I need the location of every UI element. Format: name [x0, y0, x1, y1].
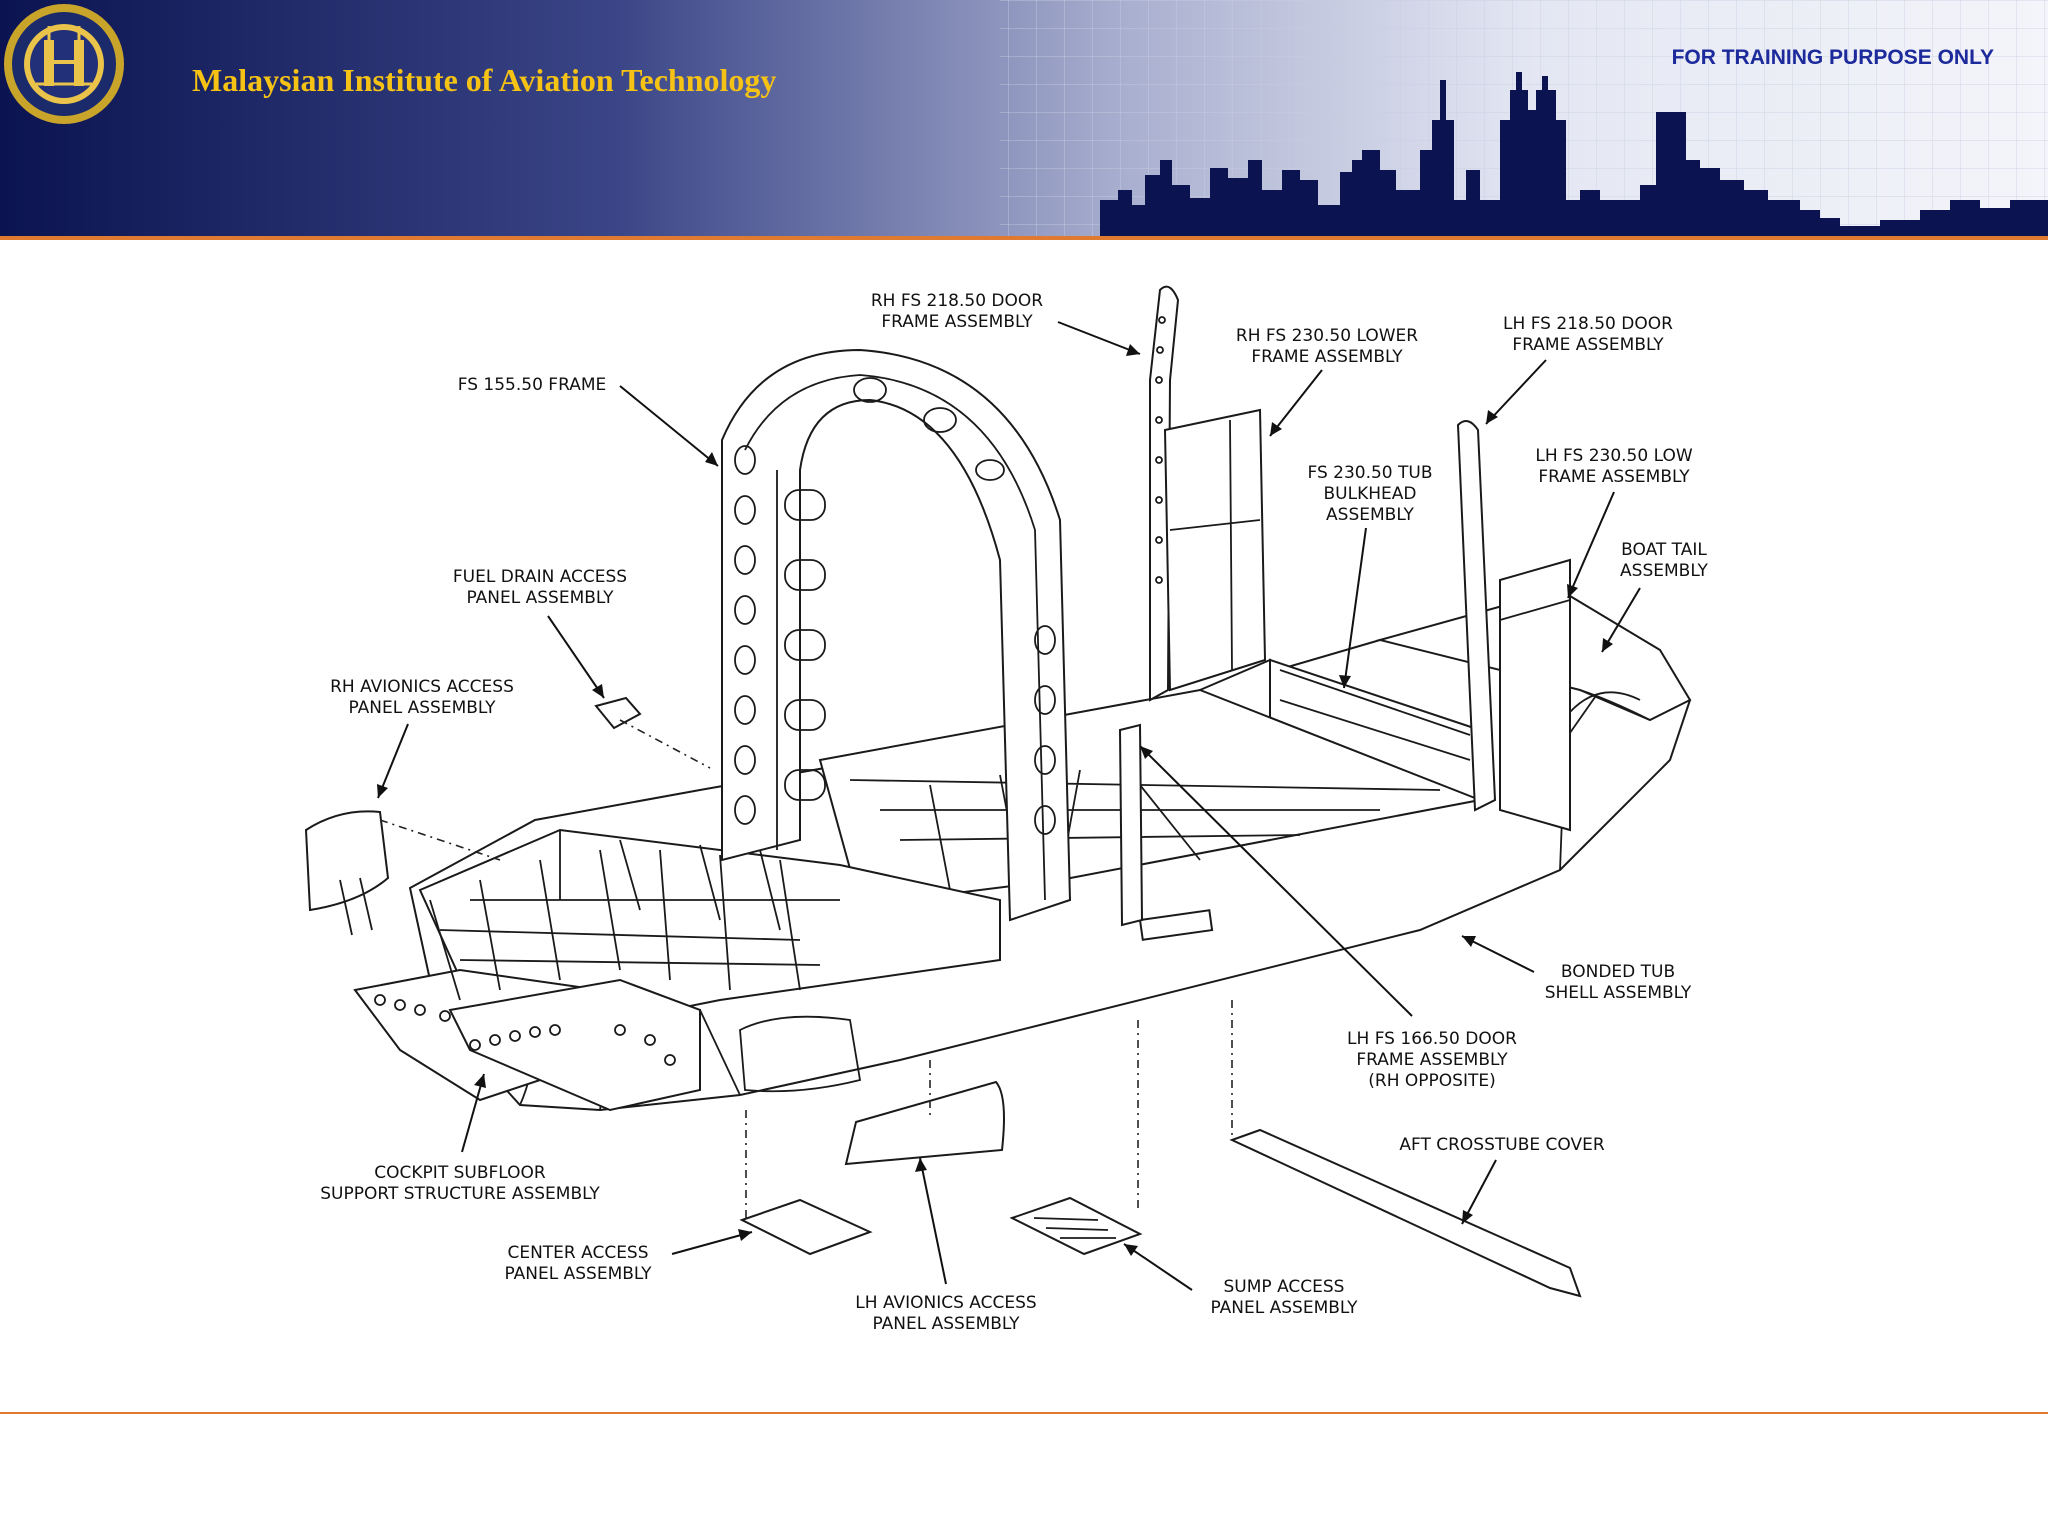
- callout-aft-crosstube-cover: AFT CROSSTUBE COVER: [1399, 1135, 1605, 1225]
- aft-crosstube-cover: [1229, 1128, 1582, 1298]
- fs15550-frame: [721, 348, 1072, 922]
- door-frame-holes: [1155, 316, 1166, 584]
- fuel-drain-access-panel: [594, 696, 642, 730]
- city-skyline: [1100, 72, 2048, 238]
- frame-holes: [734, 377, 1056, 835]
- training-purpose-notice: FOR TRAINING PURPOSE ONLY: [1671, 46, 1994, 69]
- unikl-logo: [4, 4, 124, 124]
- lh-fs23050-low-frame: [1499, 558, 1571, 832]
- header-rule: [0, 236, 2048, 240]
- svg-text:AFT CROSSTUBE COVER: AFT CROSSTUBE COVER: [1399, 1135, 1604, 1155]
- sump-access-panel: [1009, 1196, 1143, 1256]
- banner-background: [0, 0, 2048, 240]
- assembly-center-lines: [379, 719, 1233, 1220]
- institute-title: Malaysian Institute of Aviation Technolo…: [192, 62, 777, 98]
- footer-rule: [0, 1412, 2048, 1414]
- subfloor-lightening-holes: [374, 994, 676, 1066]
- lh-avionics-access-panel: [844, 1080, 1005, 1166]
- cockpit-subfloor-structure: [353, 828, 1001, 1112]
- rh-fs23050-lower-frame: [1163, 408, 1267, 692]
- rh-avionics-access-panel: [304, 810, 390, 936]
- svg-text:FS 155.50 FRAME: FS 155.50 FRAME: [458, 375, 607, 395]
- lh-fs16650-door-frame: [1118, 723, 1144, 927]
- callout-fs15550-frame: FS 155.50 FRAME: [458, 375, 719, 467]
- header-banner: Malaysian Institute of Aviation Technolo…: [0, 0, 2048, 240]
- rh-fs21850-door-frame: [1149, 285, 1180, 702]
- center-access-panel: [739, 1198, 873, 1256]
- lh-fs21850-door-frame: [1456, 420, 1497, 812]
